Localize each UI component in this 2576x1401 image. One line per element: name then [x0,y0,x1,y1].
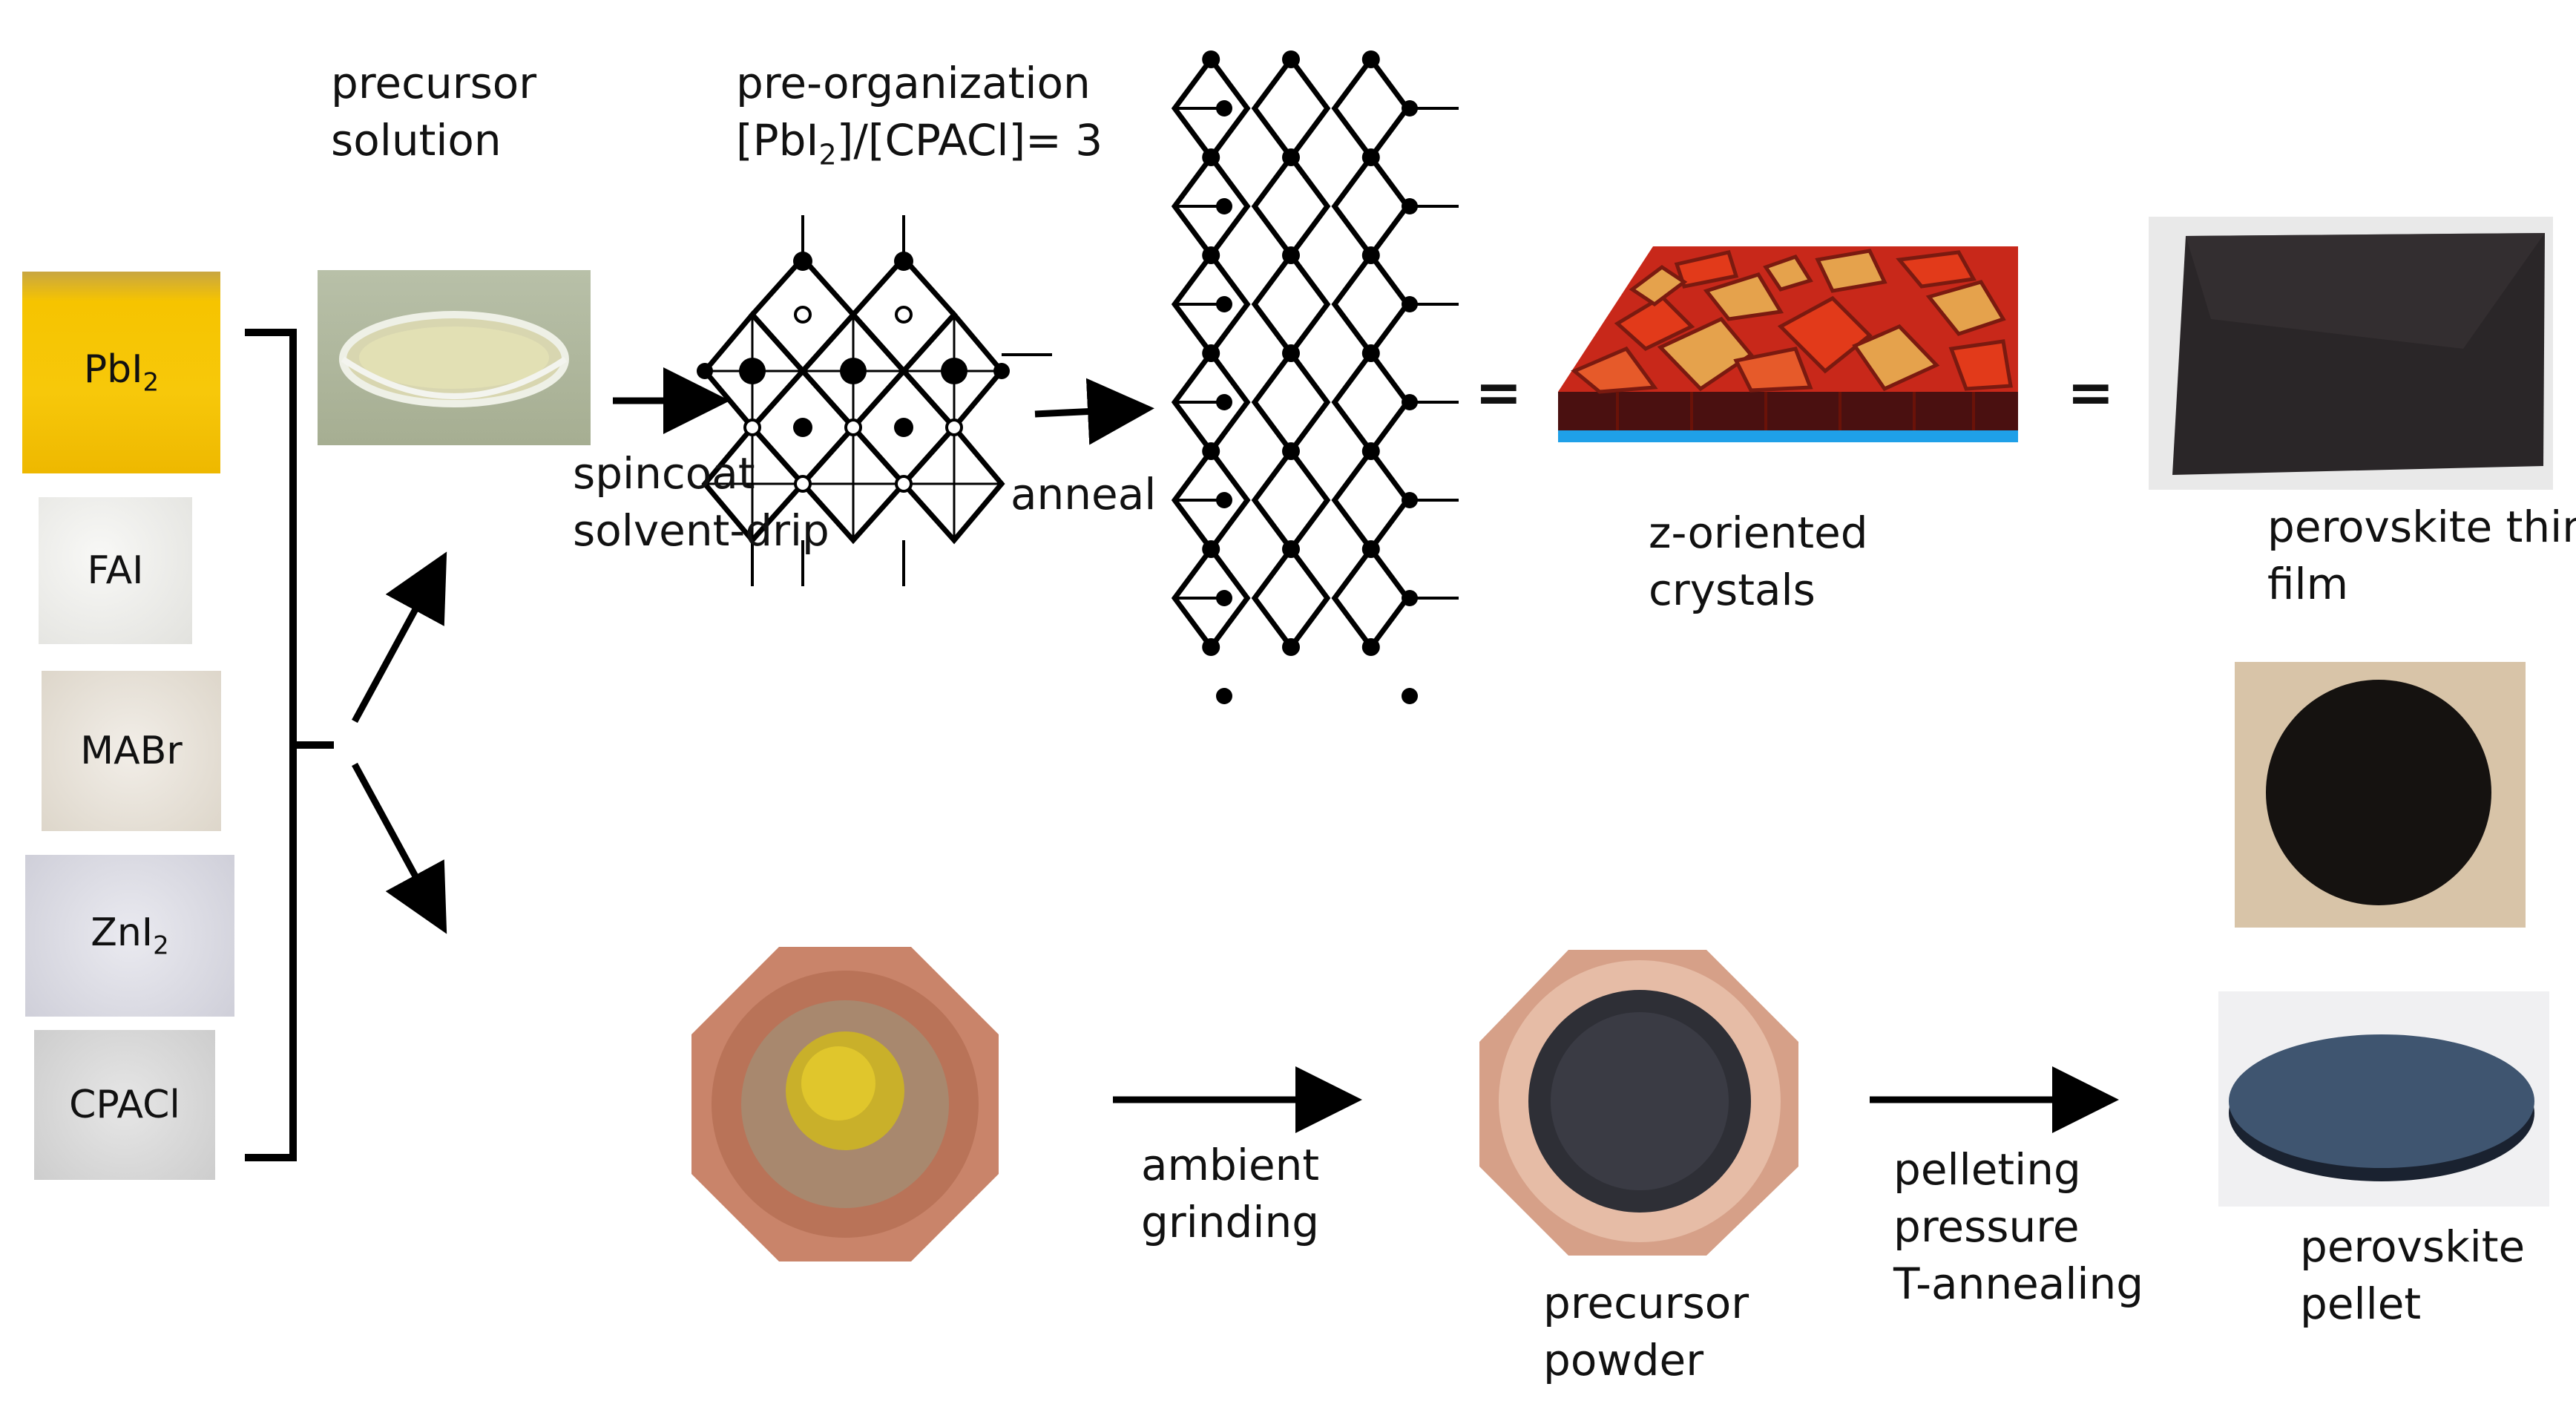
pellet-black-photo [2235,662,2526,928]
lattice-large-ticks [1177,107,1459,600]
reagent-cpacl-label: CPACl [69,1083,180,1127]
preorganization-title: pre-organization [736,58,1091,108]
lattice-large-nodes [1202,50,1418,704]
reagent-mabr-label: MABr [80,729,183,773]
preorganization-label: pre-organization [PbI2]/[CPACl]= 3 [736,55,1103,184]
reagent-fai-label: FAI [87,548,144,593]
mortar-black-photo [1476,947,1803,1259]
precursor-solution-label: precursor solution [331,58,537,165]
reagent-mabr: MABr [42,671,221,831]
pellet-label: perovskite pellet [2300,1221,2526,1329]
reagent-zni2-label: ZnI2 [91,911,169,961]
reagent-pbi2-label: PbI2 [83,347,160,398]
reagent-fai: FAI [39,497,192,644]
mortar-yellow-photo [689,942,1002,1267]
lattice-large [1171,55,1411,652]
arrow-anneal [1034,378,1154,445]
preorganization-ratio: [PbI2]/[CPACl]= 3 [736,115,1103,171]
dish-icon [339,311,569,407]
reagent-pbi2: PbI2 [22,272,220,473]
arrow-to-grinding [352,762,447,934]
pellet-blue-photo [2218,991,2549,1207]
anneal-label: anneal [1011,469,1157,519]
thin-film-photo [2149,217,2553,490]
reagent-bracket [245,329,334,1161]
equals-sign-1: = [1475,359,1522,425]
precursor-powder-label: precursor powder [1543,1278,1749,1385]
reagent-cpacl: CPACl [34,1030,215,1180]
crystal-slab [1558,246,2018,442]
pelleting-label: pelleting pressure T-annealing [1893,1144,2144,1309]
lattice-small-nodes [697,252,1010,437]
equals-sign-2: = [2067,359,2115,425]
z-oriented-label: z-oriented crystals [1649,508,1868,615]
arrow-to-solution [352,551,447,724]
thin-film-label: perovskite thin film [2267,502,2576,609]
precursor-solution-photo [318,270,591,445]
ambient-grinding-label: ambient grinding [1141,1140,1320,1247]
spincoat-label: spincoat solvent-drip [573,448,829,556]
reagent-zni2: ZnI2 [25,855,234,1017]
